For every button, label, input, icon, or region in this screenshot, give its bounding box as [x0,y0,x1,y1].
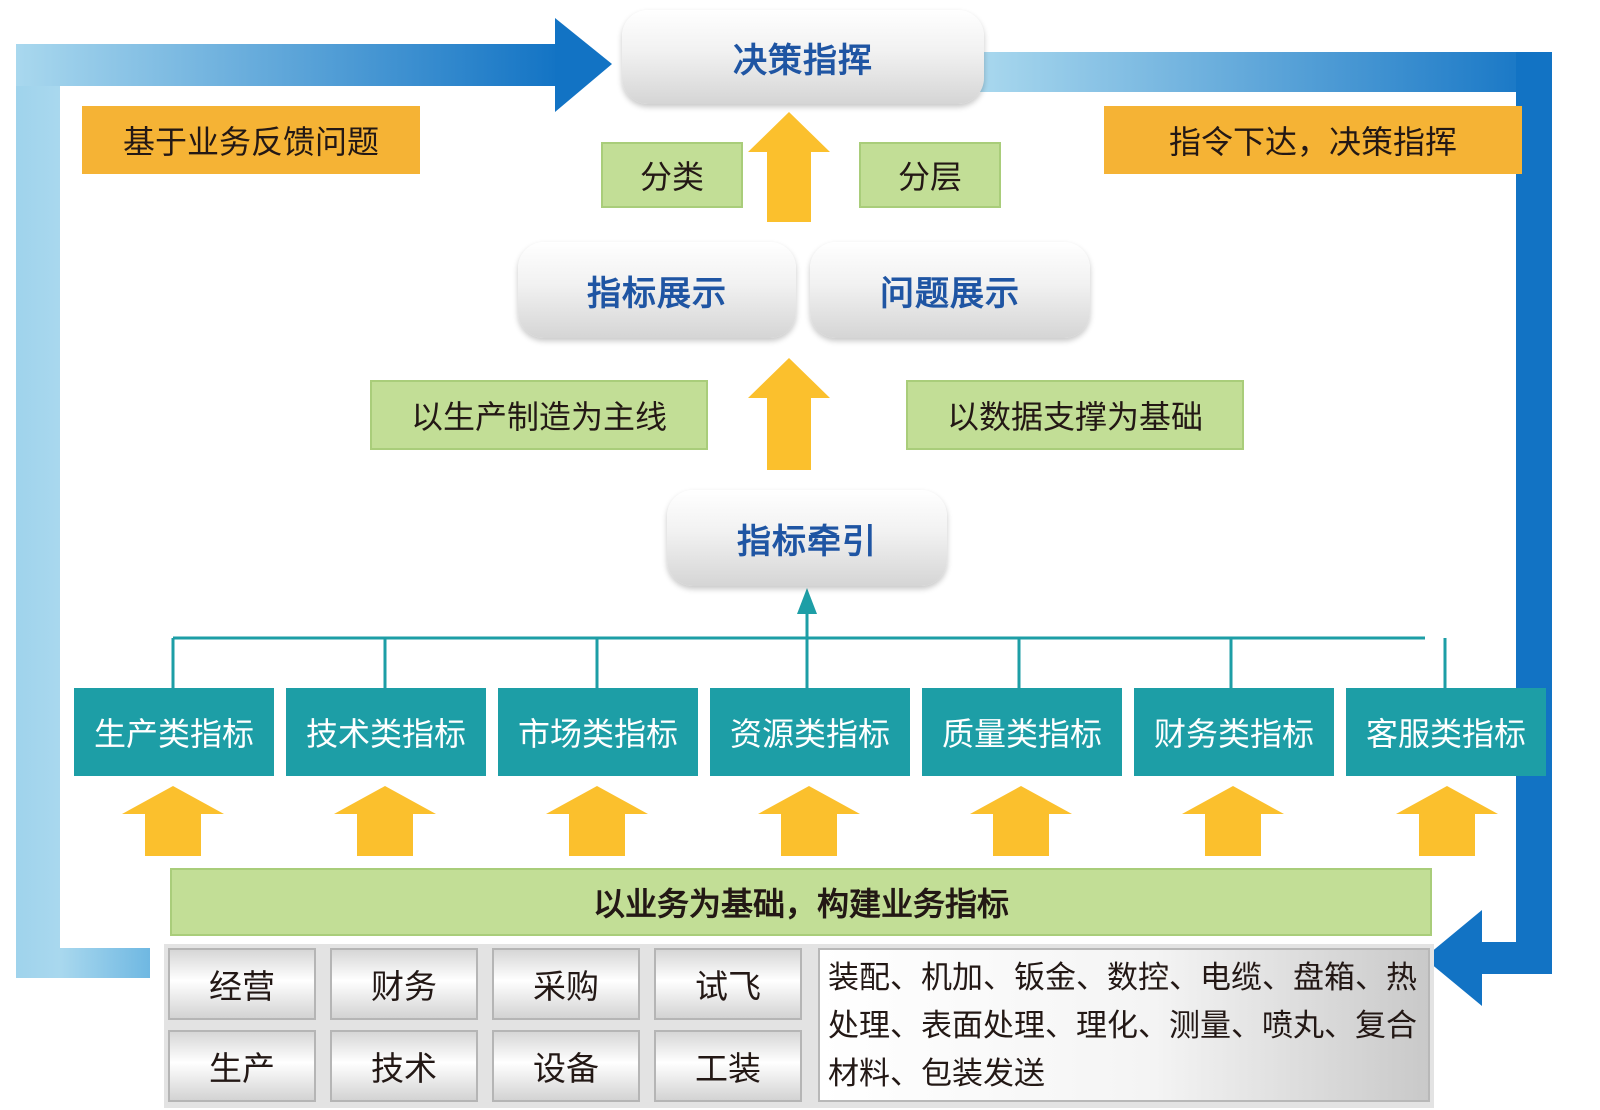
tag-production-mainline: 以生产制造为主线 [370,380,708,450]
problem-display-node: 问题展示 [810,242,1090,338]
command-note: 指令下达，决策指挥 [1104,106,1522,174]
process-list: 装配、机加、钣金、数控、电缆、盘箱、热处理、表面处理、理化、测量、喷丸、复合材料… [818,948,1430,1102]
feedback-note-label: 基于业务反馈问题 [122,123,379,161]
tag-layer-label: 分层 [897,158,962,196]
business-box: 设备 [492,1030,640,1102]
problem-display-label: 问题展示 [880,273,1020,314]
business-label: 生产 [209,1049,275,1088]
indicator-traction-node: 指标牵引 [667,490,947,586]
business-box: 经营 [168,948,316,1020]
tag-classify: 分类 [601,142,743,208]
up-arrow-cat-3 [546,786,648,856]
business-label: 财务 [371,967,437,1006]
category-label: 资源类指标 [729,715,890,753]
command-arrow-right [980,52,1552,1006]
tag-production-mainline-label: 以生产制造为主线 [410,398,667,436]
category-label: 生产类指标 [93,715,254,753]
indicator-display-label: 指标展示 [587,273,727,314]
business-label: 工装 [695,1049,761,1088]
category-up-arrows [122,786,1498,856]
connector-tree [171,610,1447,688]
tag-data-foundation: 以数据支撑为基础 [906,380,1244,450]
category-technology: 技术类指标 [286,688,486,776]
decision-node: 决策指挥 [622,10,984,104]
indicator-traction-label: 指标牵引 [737,521,877,562]
feedback-note: 基于业务反馈问题 [82,106,420,174]
business-box: 工装 [654,1030,802,1102]
business-label: 经营 [209,967,275,1006]
category-label: 质量类指标 [941,715,1102,753]
business-label: 技术 [371,1049,437,1088]
business-box: 生产 [168,1030,316,1102]
foundation-banner-label: 以业务为基础，构建业务指标 [592,885,1009,923]
process-list-text: 装配、机加、钣金、数控、电缆、盘箱、热处理、表面处理、理化、测量、喷丸、复合材料… [828,960,1417,1092]
category-market: 市场类指标 [498,688,698,776]
up-arrow-cat-1 [122,786,224,856]
up-arrow-cat-5 [970,786,1072,856]
tag-layer: 分层 [859,142,1001,208]
category-finance: 财务类指标 [1134,688,1334,776]
category-label: 技术类指标 [305,715,466,753]
category-label: 财务类指标 [1153,715,1314,753]
up-arrow-cat-2 [334,786,436,856]
decision-label: 决策指挥 [733,40,873,81]
up-arrow-top [748,112,830,222]
tag-classify-label: 分类 [639,158,704,196]
category-resource: 资源类指标 [710,688,910,776]
category-customer-service: 客服类指标 [1346,688,1546,776]
category-quality: 质量类指标 [922,688,1122,776]
indicator-display-node: 指标展示 [518,242,796,338]
business-box: 财务 [330,948,478,1020]
category-label: 市场类指标 [517,715,678,753]
up-arrow-cat-6 [1182,786,1284,856]
foundation-banner: 以业务为基础，构建业务指标 [170,868,1432,936]
up-arrow-middle [748,358,830,470]
business-label: 试飞 [695,967,761,1006]
feedback-arrow-left [16,18,612,978]
category-label: 客服类指标 [1365,715,1526,753]
up-arrow-cat-7 [1396,786,1498,856]
up-arrow-cat-4 [758,786,860,856]
command-note-label: 指令下达，决策指挥 [1168,123,1457,161]
business-box: 技术 [330,1030,478,1102]
business-label: 采购 [533,967,599,1006]
tag-data-foundation-label: 以数据支撑为基础 [946,398,1203,436]
business-box: 采购 [492,948,640,1020]
business-label: 设备 [533,1049,599,1088]
connector-arrowhead [797,588,817,614]
business-box: 试飞 [654,948,802,1020]
category-production: 生产类指标 [74,688,274,776]
